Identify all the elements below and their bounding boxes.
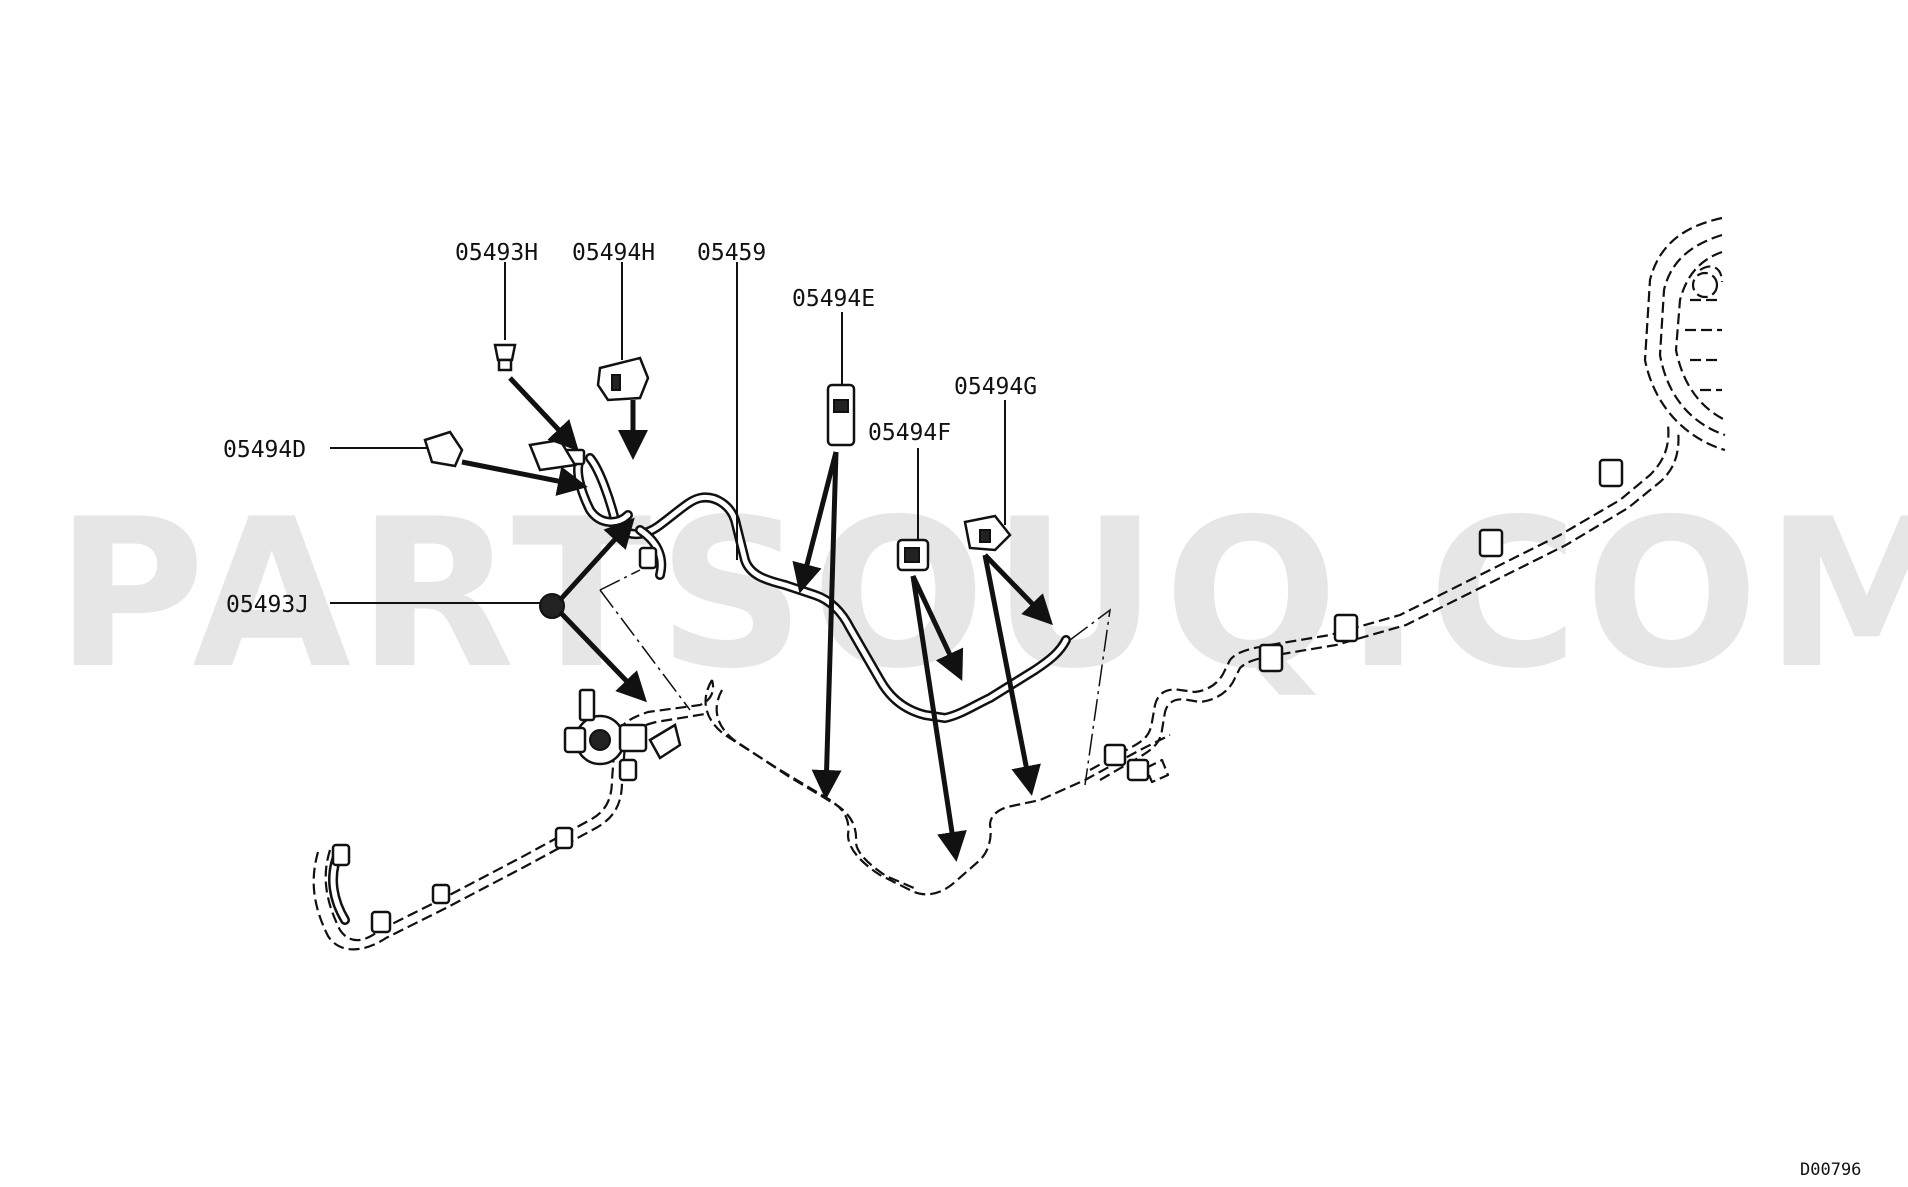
- watermark-text: PARTSOUQ.COM: [55, 476, 1908, 714]
- lower-left-hose: [328, 758, 638, 934]
- right-side-clips: [1103, 458, 1624, 782]
- callout-05493h: 05493H: [455, 240, 538, 266]
- callout-05494e: 05494E: [792, 286, 875, 312]
- clamp-parts: [423, 343, 1012, 619]
- rear-unit-outline: [1643, 216, 1726, 452]
- diagram-code: D00796: [1800, 1160, 1861, 1180]
- leader-lines: [330, 262, 1006, 604]
- callout-05494g: 05494G: [954, 374, 1037, 400]
- arrows: [461, 376, 1053, 862]
- callout-05494f: 05494F: [868, 420, 951, 446]
- phantom-lines: [599, 569, 1111, 786]
- callout-05493j: 05493J: [226, 592, 309, 618]
- callout-05459: 05459: [697, 240, 766, 266]
- callout-05494h: 05494H: [572, 240, 655, 266]
- callout-labels: 05493H 05494H 05459 05494E 05494G 05494F…: [223, 240, 1037, 618]
- callout-05494d: 05494D: [223, 437, 306, 463]
- valve-assembly: [563, 688, 682, 766]
- brake-line-dashed: [312, 424, 1680, 951]
